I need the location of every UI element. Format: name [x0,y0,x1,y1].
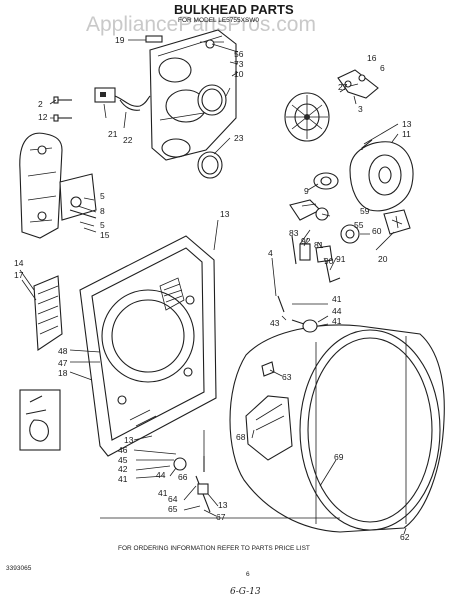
front-support-parts [173,456,211,513]
heating-element [33,275,63,351]
ordering-note: FOR ORDERING INFORMATION REFER TO PARTS … [118,545,310,552]
callout-13: 13 [220,209,230,219]
callout-16: 16 [367,53,377,63]
footer-code: 3393065 [6,565,32,572]
callout-18: 18 [58,368,68,378]
callout-41: 41 [158,488,168,498]
drive-belt-arm [19,132,63,239]
handwritten-note: 6-G-13 [230,587,261,597]
callout-69: 69 [334,452,344,462]
wire-harness-inset [19,389,61,451]
page-number: 6 [246,571,250,578]
callout-66: 66 [178,472,188,482]
callout-59: 59 [360,206,370,216]
drum-roller [313,172,339,190]
callout-23: 23 [234,133,244,143]
callout-91: 91 [336,254,346,264]
callout-3: 3 [358,104,363,114]
callout-5: 5 [100,220,105,230]
drum-switch-parts [291,235,341,283]
callout-43: 43 [270,318,280,328]
callout-81: 81 [314,240,324,250]
callout-64: 64 [168,494,178,504]
watermark: AppliancePartsPros.com [86,13,316,36]
callout-41: 41 [118,474,128,484]
leader-lines [19,39,407,535]
callout-44: 44 [156,470,166,480]
callout-17: 17 [14,270,24,280]
callout-60: 60 [372,226,382,236]
callout-10: 10 [234,69,244,79]
callout-44: 44 [332,306,342,316]
diagram-title: BULKHEAD PARTS [174,2,294,17]
callout-21: 21 [108,129,118,139]
callout-92: 92 [301,236,311,246]
callout-2: 2 [38,99,43,109]
door-switch-parts [277,295,318,333]
callout-19: 19 [115,35,125,45]
callout-67: 67 [216,512,226,522]
callout-13: 13 [402,119,412,129]
drum [229,324,445,533]
callout-55: 55 [354,220,364,230]
fan-belt-spring [59,173,97,221]
drum-bearing-pad [340,224,360,244]
blower-wheel [284,92,330,142]
callout-27: 27 [338,82,348,92]
blower-housing [349,139,414,212]
callout-14: 14 [14,258,24,268]
screws-left [53,96,72,122]
callout-46: 46 [118,445,128,455]
callout-11: 11 [402,129,411,139]
callout-20: 20 [378,254,388,264]
rear-bulkhead-panel [145,29,237,161]
callout-65: 65 [168,504,178,514]
callout-47: 47 [58,358,68,368]
callout-4: 4 [268,248,273,258]
rear-bearing [289,199,329,221]
callout-5: 5 [100,191,105,201]
callout-62: 62 [400,532,410,542]
callout-73: 73 [234,59,244,69]
callout-48: 48 [58,346,68,356]
callout-42: 42 [118,464,128,474]
callout-13: 13 [124,435,134,445]
callout-41: 41 [332,316,342,326]
front-bulkhead [79,235,217,457]
callout-56: 56 [234,49,244,59]
callout-45: 45 [118,455,128,465]
callout-9: 9 [304,186,309,196]
heater-wire-harness [94,87,151,111]
callout-8: 8 [100,206,105,216]
callout-90: 90 [324,256,334,266]
callout-83: 83 [289,228,299,238]
callout-68: 68 [236,432,246,442]
callout-12: 12 [38,112,48,122]
model-line: FOR MODEL LE5755XSW0 [178,17,259,24]
callout-41: 41 [332,294,342,304]
callout-22: 22 [123,135,133,145]
callout-63: 63 [282,372,292,382]
callout-labels: 1956731021222122316627313119595558515138… [14,35,412,542]
callout-6: 6 [380,63,385,73]
callout-13: 13 [218,500,228,510]
callout-15: 15 [100,230,110,240]
